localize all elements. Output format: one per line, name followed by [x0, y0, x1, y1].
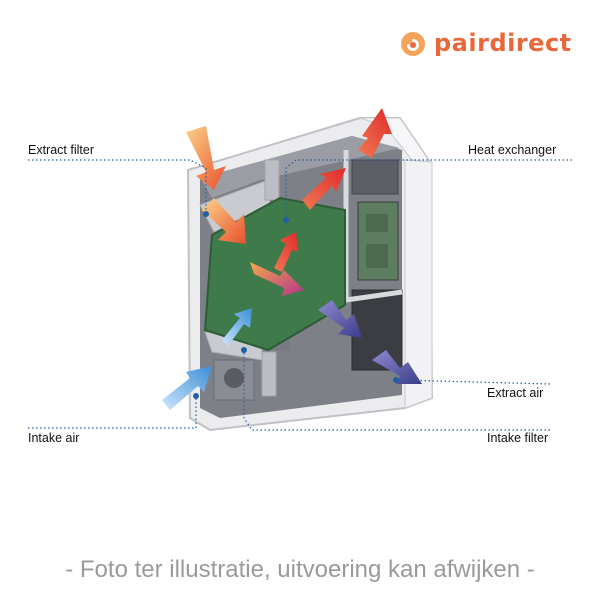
- disclaimer-caption: - Foto ter illustratie, uitvoering kan a…: [65, 556, 535, 583]
- label-intake-filter: Intake filter: [487, 431, 549, 445]
- brand-flame-icon: [401, 32, 425, 56]
- arrow-intake-core: [222, 308, 252, 346]
- arrow-supply-core: [302, 168, 346, 210]
- arrow-intake-in: [162, 366, 212, 410]
- airflow-arrows: [162, 108, 422, 410]
- leader-extract-filter: [28, 159, 207, 212]
- leader-intake-air: [28, 398, 197, 429]
- label-extract-air: Extract air: [487, 386, 544, 400]
- arrow-exhaust-core: [318, 300, 362, 338]
- leader-extract-filter-dot: [203, 211, 209, 217]
- brand-name: pairdirect: [434, 29, 572, 57]
- arrow-exhaust-out: [372, 350, 422, 384]
- label-intake-air: Intake air: [28, 431, 80, 445]
- arrow-extract-core: [202, 198, 246, 244]
- leader-extract-air: [397, 379, 551, 385]
- brand-logo: pairdirect: [398, 26, 572, 60]
- label-extract-filter: Extract filter: [28, 143, 94, 157]
- leader-extract-air-dot: [393, 377, 399, 383]
- leader-heat-exchanger-dot: [283, 217, 289, 223]
- label-leaders: [28, 159, 572, 431]
- leader-intake-filter: [243, 352, 550, 431]
- arrow-supply-out-top: [358, 108, 392, 158]
- label-heat-exchanger: Heat exchanger: [468, 143, 557, 157]
- fan-compartment: [343, 150, 403, 371]
- arrow-extract-in: [186, 126, 226, 190]
- arrow-core-up: [274, 232, 298, 272]
- leader-intake-filter-dot: [241, 347, 247, 353]
- arrow-core-down: [250, 262, 304, 296]
- leader-intake-air-dot: [193, 393, 199, 399]
